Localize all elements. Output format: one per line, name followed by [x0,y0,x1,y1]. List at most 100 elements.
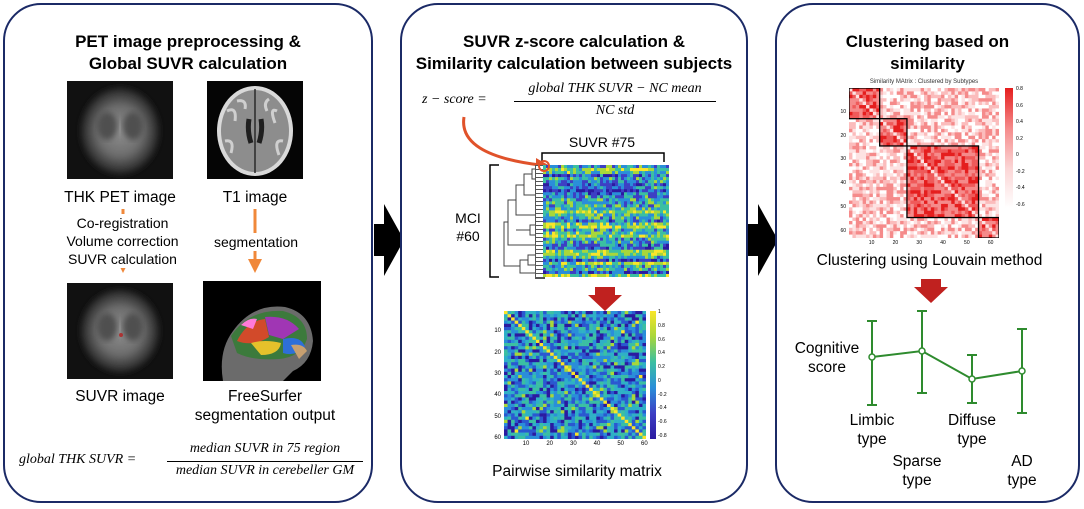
panel2-title-line1: SUVR z-score calculation & [462,32,685,51]
pairwise-colorbar-tick: 0.4 [658,350,665,357]
suvr-bracket-label: SUVR #75 [568,134,636,150]
clustered-colorbar-tick: 0.2 [1016,135,1023,142]
pairwise-ytick: 60 [494,435,501,441]
pairwise-colorbar-tick: 1 [658,309,661,315]
mci-label: MCI #60 [448,209,488,245]
suvr-image-label: SUVR image [75,388,165,405]
pairwise-xtick: 20 [546,441,554,447]
clustered-xtick: 10 [868,240,875,246]
louvain-label: Clustering using Louvain method [816,252,1043,269]
step-coregistration: Co-registration [76,215,169,231]
point-ad [1018,367,1026,375]
step-suvr-calculation: SUVR calculation [68,251,177,267]
pairwise-colorbar-tick: -0.6 [658,419,667,426]
clustered-colorbar-tick: 0.4 [1016,119,1023,126]
panel2-title: SUVR z-score calculation & Similarity ca… [402,31,746,75]
cluster-box [977,216,999,238]
type-limbic-line1: Limbic [849,412,895,429]
mci-label-line1: MCI [455,210,481,226]
formula-lhs: global THK SUVR = [19,452,137,467]
type-sparse: Sparse type [882,452,952,490]
pairwise-colorbar-tick: 0.8 [658,322,665,329]
pairwise-ytick: 20 [494,349,501,356]
type-sparse-line1: Sparse [892,453,942,470]
pairwise-xtick: 10 [522,441,530,447]
cluster-box [906,145,980,219]
type-limbic: Limbic type [837,411,907,449]
pairwise-colorbar-tick: 0 [658,377,661,384]
panel3-title-line2: similarity [890,54,965,73]
cluster-box [849,88,881,120]
pairwise-colorbar-tick: 0.2 [658,364,665,371]
clustered-matrix [849,88,999,238]
cluster-box [879,118,908,147]
suvr-heatmap [543,165,669,277]
clustered-ytick: 30 [840,156,846,163]
pairwise-ytick: 40 [494,392,501,399]
t1-label: T1 image [222,189,288,206]
type-limbic-line2: type [857,431,887,448]
clustered-colorbar-tick: -0.6 [1016,202,1025,208]
arrow-panel2-to-panel3 [748,204,778,276]
type-diffuse-line1: Diffuse [948,412,996,429]
clustered-xtick: 30 [916,240,922,246]
point-limbic [868,353,876,361]
clustered-colorbar-tick: -0.4 [1016,185,1025,192]
pairwise-ytick: 10 [494,328,501,335]
formula-fraction-bar [167,461,363,462]
clustered-colorbar-tick: 0.6 [1016,102,1023,109]
preprocessing-steps: Co-registration Volume correction SUVR c… [55,214,190,268]
cognitive-line [871,349,1023,381]
point-sparse [918,347,926,355]
arrow-panel1-to-panel2 [374,204,404,276]
panel3-title: Clustering based on similarity [777,31,1078,75]
pairwise-xtick: 50 [617,441,625,447]
panel-preprocessing: PET image preprocessing & Global SUVR ca… [3,3,373,503]
thk-pet-label: THK PET image [64,189,176,206]
freesurfer-image [203,281,321,381]
clustered-ytick: 10 [840,108,846,115]
pairwise-colorbar-tick: -0.4 [658,405,667,412]
cognitive-score-line1: Cognitive [794,340,860,357]
thk-pet-image [67,81,173,179]
clustered-colorbar-tick: 0 [1016,152,1019,159]
suvr-image [67,283,173,379]
cognitive-score-label: Cognitive score [777,339,877,377]
pairwise-matrix [504,311,646,439]
zscore-lhs: z − score = [422,92,487,107]
segmentation-step: segmentation [201,233,311,251]
clustered-colorbar-tick: -0.2 [1016,168,1025,175]
clustered-colorbar [1005,88,1013,208]
panel-clustering: Clustering based on similarity Similarit… [775,3,1080,503]
pairwise-colorbar-tick: -0.2 [658,391,667,398]
type-ad-line1: AD [1011,453,1033,470]
cognitive-score-plot [867,310,1027,414]
zscore-numerator: global THK SUVR − NC mean [528,81,702,96]
panel1-title-line2: Global SUVR calculation [88,54,288,73]
down-arrow-panel2 [588,287,622,311]
zscore-fraction-bar [514,101,716,102]
point-diffuse [968,375,976,383]
clustered-xtick: 20 [892,240,899,246]
mci-bracket [489,164,499,278]
panel-similarity: SUVR z-score calculation & Similarity ca… [400,3,748,503]
pairwise-matrix-label: Pairwise similarity matrix [492,463,662,480]
pairwise-colorbar-tick: -0.8 [658,433,667,439]
type-diffuse: Diffuse type [937,411,1007,449]
type-ad-line2: type [1007,472,1037,489]
down-arrow-panel3 [914,279,948,303]
panel1-title-line1: PET image preprocessing & [75,32,301,51]
zscore-denominator: NC std [595,103,635,118]
pairwise-xtick: 30 [570,441,577,447]
clustered-ytick: 20 [840,132,846,139]
highlight-circle [538,160,550,172]
step-volume-correction: Volume correction [66,233,179,249]
freesurfer-label-line1: FreeSurfer [227,388,303,405]
formula-denominator: median SUVR in cerebeller GM [175,463,355,478]
clustered-xtick: 60 [987,240,994,246]
global-suvr-formula: global THK SUVR = median SUVR in 75 regi… [19,441,364,483]
